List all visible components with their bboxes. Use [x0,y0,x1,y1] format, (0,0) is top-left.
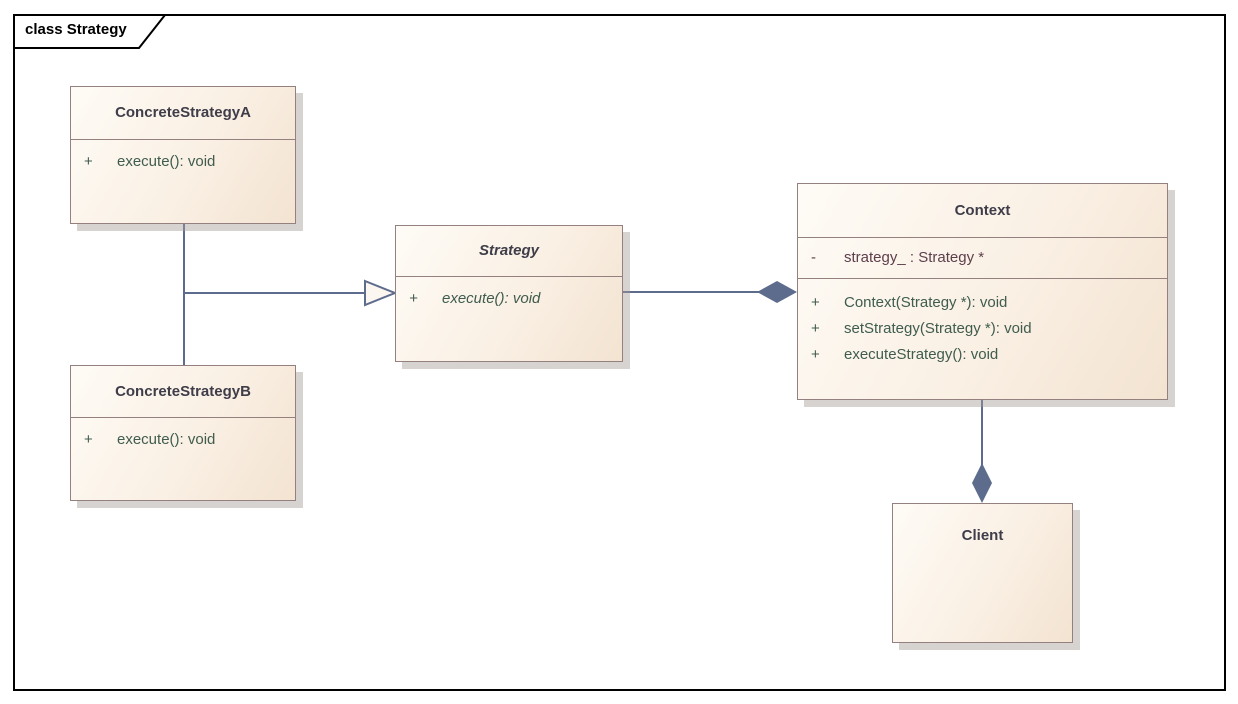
visibility-marker: + [811,320,820,337]
class-title: Client [961,527,1004,544]
class-box-strategy[interactable]: Strategy + execute(): void [395,225,623,362]
operation-signature: execute(): void [117,153,216,170]
class-operation: + execute(): void [396,287,622,311]
generalization-connector[interactable] [183,224,398,365]
class-title: Context [954,202,1011,219]
generalization-arrowhead-icon [364,279,398,307]
visibility-marker: + [811,294,820,311]
operation-signature: execute(): void [442,290,541,307]
class-box-concrete-strategy-a[interactable]: ConcreteStrategyA + execute(): void [70,86,296,224]
class-operation: + execute(): void [71,150,295,174]
frame-tab [13,14,168,49]
operation-signature: execute(): void [117,431,216,448]
operation-signature: setStrategy(Strategy *): void [844,320,1032,337]
attribute-signature: strategy_ : Strategy * [844,249,985,266]
class-box-concrete-strategy-b[interactable]: ConcreteStrategyB + execute(): void [70,365,296,501]
aggregation-diamond-icon [757,281,797,303]
class-box-context[interactable]: Context - strategy_ : Strategy * + Conte… [797,183,1168,400]
class-operation: + Context(Strategy *): void [798,290,1167,316]
visibility-marker: + [811,346,820,363]
class-operation: + execute(): void [71,428,295,452]
operation-signature: Context(Strategy *): void [844,294,1008,311]
visibility-marker: - [811,249,816,266]
diagram-frame [13,14,1226,691]
class-box-client[interactable]: Client [892,503,1073,643]
composition-connector-client[interactable] [972,400,992,503]
visibility-marker: + [409,290,418,307]
class-attribute: - strategy_ : Strategy * [798,245,1167,271]
class-title: ConcreteStrategyB [115,383,251,400]
operation-signature: executeStrategy(): void [844,346,999,363]
visibility-marker: + [84,431,93,448]
class-title: Strategy [478,242,540,259]
class-operation: + setStrategy(Strategy *): void [798,316,1167,342]
class-title: ConcreteStrategyA [115,104,251,121]
visibility-marker: + [84,153,93,170]
frame-tab-label: class Strategy [25,21,127,38]
aggregation-diamond-icon [972,463,992,503]
composition-connector-strategy[interactable] [623,281,797,303]
class-operation: + executeStrategy(): void [798,342,1167,368]
